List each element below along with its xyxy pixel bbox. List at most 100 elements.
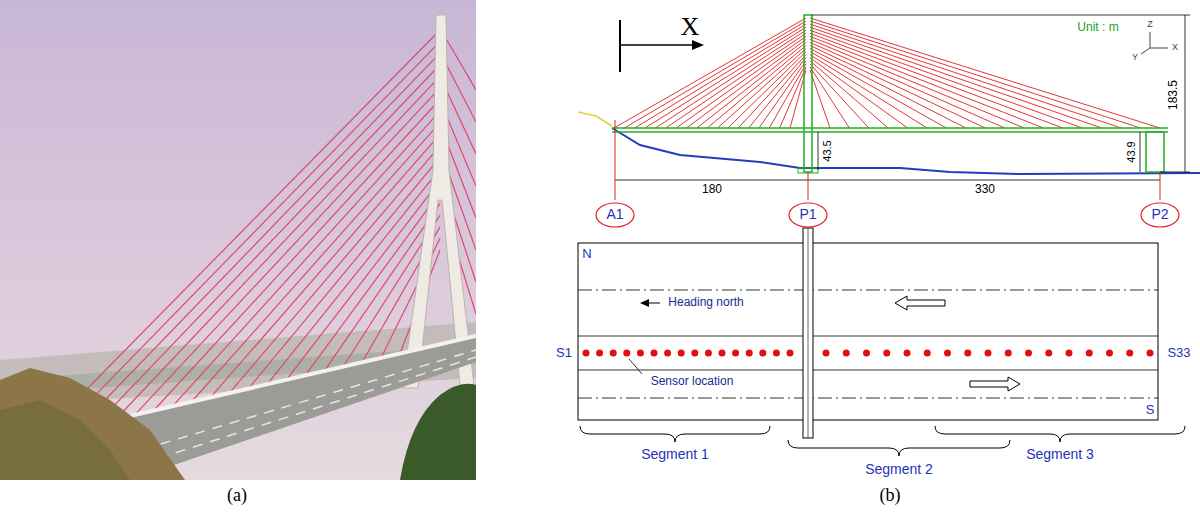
- direction-label: N: [582, 247, 591, 261]
- stay-cable: [810, 36, 1044, 128]
- stay-cable: [444, 35, 476, 90]
- support-line: [1160, 172, 1161, 200]
- stay-cable: [810, 52, 946, 128]
- x-arrowhead: [692, 40, 704, 50]
- sensor-dot: [610, 350, 617, 357]
- sensor-dot: [664, 350, 671, 357]
- stay-cable: [810, 49, 966, 128]
- sensor-dot: [705, 350, 712, 357]
- dimension-line: [1140, 132, 1141, 172]
- deck-road: [0, 336, 476, 480]
- stay-cable: [707, 46, 806, 128]
- traffic-arrow: [895, 296, 945, 310]
- support-ellipse: A1: [595, 202, 635, 228]
- stay-cable: [749, 58, 806, 128]
- pylon: [804, 15, 812, 172]
- stay-cable: [810, 21, 1141, 128]
- dimension-label: 183.5: [1167, 80, 1180, 110]
- traffic-arrow: [970, 377, 1020, 391]
- stay-cable: [769, 64, 806, 128]
- sensor-dot: [1106, 350, 1113, 357]
- panel-label: (b): [880, 486, 901, 506]
- dimension-label: 180: [702, 183, 722, 196]
- ground-line: [612, 128, 1200, 174]
- ellipse-outline: [789, 203, 827, 227]
- sensor-dot: [623, 350, 630, 357]
- dimension-line: [1160, 172, 1190, 173]
- sensor-dot: [883, 350, 890, 357]
- dimension-line: [818, 132, 819, 170]
- sensor-dot: [823, 350, 830, 357]
- segment-label: Segment 1: [641, 447, 709, 462]
- hill-shrubs: [0, 400, 130, 480]
- sensor-dot: [1025, 350, 1032, 357]
- sensor-dot: [719, 350, 726, 357]
- pylon-plan: [803, 228, 813, 438]
- sensor-id: S1: [556, 346, 572, 360]
- stay-cable: [655, 30, 806, 128]
- median-line: [578, 370, 1158, 371]
- deck-line: [612, 131, 1168, 133]
- stay-cable: [676, 36, 806, 128]
- stay-cable: [810, 64, 869, 128]
- median-line: [578, 336, 1158, 337]
- sensor-dot: [787, 350, 794, 357]
- stay-cable: [810, 33, 1063, 128]
- stay-cable: [810, 55, 927, 128]
- sensor-dot: [863, 350, 870, 357]
- support-label: P2: [1140, 207, 1180, 222]
- sky: [0, 0, 476, 480]
- dimension-line: [812, 15, 1190, 16]
- trees: [400, 384, 476, 480]
- dimension-line: [1185, 15, 1186, 172]
- stay-cable: [738, 55, 806, 128]
- stay-cable: [810, 46, 985, 128]
- stay-cable: [614, 18, 806, 128]
- stay-cable: [624, 21, 806, 128]
- sensor-dot: [904, 350, 911, 357]
- sensor-dot: [964, 350, 971, 357]
- approach-road: [578, 112, 612, 126]
- pier: [1146, 132, 1164, 172]
- stay-cable: [810, 27, 1102, 128]
- sensor-dot: [1066, 350, 1073, 357]
- sensor-dot: [746, 350, 753, 357]
- stay-cable: [697, 42, 806, 128]
- stay-cable: [645, 27, 806, 128]
- axis-x: [1150, 48, 1168, 49]
- bridge-photo: [0, 0, 476, 480]
- direction-arrowhead: [640, 299, 649, 307]
- pylon: [402, 15, 474, 388]
- ellipse-outline: [1141, 203, 1179, 227]
- stay-cable: [728, 52, 806, 128]
- stay-cable: [810, 39, 1024, 128]
- sensor-dot: [651, 350, 658, 357]
- segment-label: Segment 3: [1026, 447, 1094, 462]
- sensor-dot: [1086, 350, 1093, 357]
- sensor-dot: [985, 350, 992, 357]
- segment-brace: [788, 440, 1010, 456]
- axis-label: Y: [1132, 53, 1138, 63]
- direction-arrow: [648, 303, 660, 304]
- stay-cable: [686, 39, 806, 128]
- sensor-dot: [773, 350, 780, 357]
- sensor-dot: [583, 350, 590, 357]
- stay-cable: [810, 58, 908, 128]
- direction-label: S: [1146, 403, 1155, 417]
- support-label: A1: [595, 207, 635, 222]
- deck-line: [612, 127, 1168, 129]
- unit-note: Unit : m: [1077, 21, 1118, 34]
- sensor-dot: [1005, 350, 1012, 357]
- sensor-dot: [944, 350, 951, 357]
- dimension-label: 43.9: [1125, 141, 1137, 162]
- callout-label: Sensor location: [651, 375, 734, 388]
- support-ellipse: P1: [788, 202, 828, 228]
- segment-brace: [580, 426, 770, 442]
- x-arrow: [620, 44, 695, 46]
- support-label: P1: [788, 207, 828, 222]
- stay-cable: [444, 60, 476, 122]
- axis-y: [1141, 48, 1150, 54]
- segment-label: Segment 2: [865, 462, 933, 477]
